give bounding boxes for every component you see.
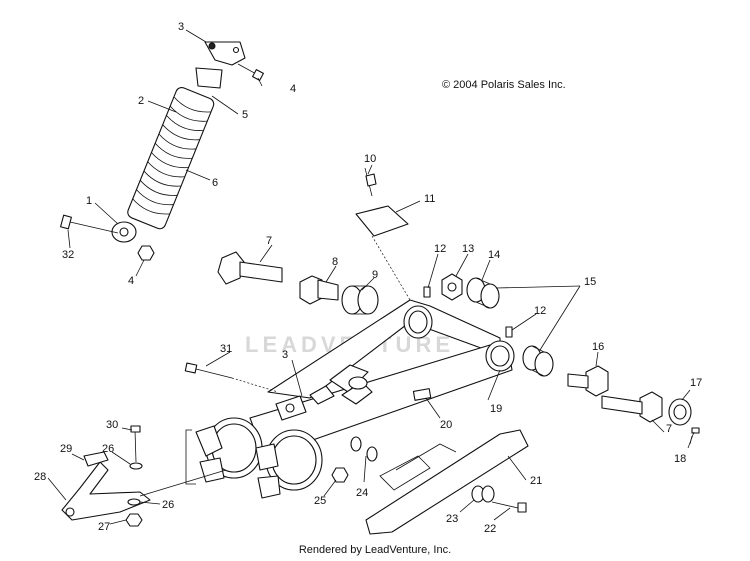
callout-3-top: 3 bbox=[178, 21, 184, 33]
bolt-4-upper bbox=[237, 63, 264, 81]
washer-26a bbox=[129, 462, 143, 470]
callout-14: 14 bbox=[488, 249, 500, 261]
bushing-23 bbox=[471, 485, 495, 503]
grease-fitting-12a bbox=[423, 286, 431, 298]
callout-23: 23 bbox=[446, 513, 458, 525]
bolt-18 bbox=[687, 427, 700, 449]
callout-13: 13 bbox=[462, 243, 474, 255]
nut-13 bbox=[441, 273, 463, 301]
callout-31: 31 bbox=[220, 343, 232, 355]
washer-24 bbox=[350, 436, 378, 462]
callout-26-lower: 26 bbox=[162, 499, 174, 511]
shock-absorber bbox=[111, 41, 246, 243]
callout-1: 1 bbox=[86, 195, 92, 207]
callout-24: 24 bbox=[356, 487, 368, 499]
rendered-by-footer: Rendered by LeadVenture, Inc. bbox=[298, 544, 452, 556]
callout-30: 30 bbox=[106, 419, 118, 431]
grease-fitting-12b bbox=[505, 326, 513, 338]
nut-27 bbox=[125, 513, 143, 527]
swing-arm bbox=[185, 299, 515, 499]
callout-2: 2 bbox=[138, 95, 144, 107]
callout-28: 28 bbox=[34, 471, 46, 483]
callout-29: 29 bbox=[60, 443, 72, 455]
bolt-22 bbox=[491, 501, 527, 513]
callouts: 3 2 5 4 6 1 32 4 7 8 9 10 11 12 13 14 15… bbox=[34, 21, 702, 535]
callout-12-lower: 12 bbox=[534, 305, 546, 317]
callout-27: 27 bbox=[98, 521, 110, 533]
bolt-32 bbox=[60, 214, 119, 234]
callout-17: 17 bbox=[690, 377, 702, 389]
callout-4-top: 4 bbox=[290, 83, 296, 95]
callout-20: 20 bbox=[440, 419, 452, 431]
bolt-30 bbox=[130, 425, 141, 463]
nut-25 bbox=[331, 467, 349, 483]
bushing-14 bbox=[466, 277, 500, 309]
bushing-16 bbox=[567, 365, 609, 397]
leader-lines bbox=[47, 29, 693, 525]
callout-22: 22 bbox=[484, 523, 496, 535]
nut-4-lower bbox=[137, 245, 155, 261]
washer-26b bbox=[127, 498, 141, 506]
bushing-9 bbox=[341, 285, 379, 315]
bolt-31 bbox=[184, 362, 233, 379]
callout-25: 25 bbox=[314, 495, 326, 507]
bushing-8 bbox=[299, 275, 339, 305]
rail-guard-21 bbox=[365, 429, 529, 535]
copyright-notice: © 2004 Polaris Sales Inc. bbox=[442, 79, 566, 91]
callout-21: 21 bbox=[530, 475, 542, 487]
bolt-7-upper bbox=[217, 251, 283, 285]
washer-17 bbox=[668, 398, 692, 426]
callout-6: 6 bbox=[212, 177, 218, 189]
callout-26-upper: 26 bbox=[102, 443, 114, 455]
callout-7-upper: 7 bbox=[266, 235, 272, 247]
bracket-28 bbox=[61, 451, 151, 521]
callout-32: 32 bbox=[62, 249, 74, 261]
callout-18: 18 bbox=[674, 453, 686, 465]
callout-15: 15 bbox=[584, 276, 596, 288]
callout-4-lower: 4 bbox=[128, 275, 134, 287]
bushing-15 bbox=[522, 345, 554, 377]
callout-12-upper: 12 bbox=[434, 243, 446, 255]
callout-10: 10 bbox=[364, 153, 376, 165]
callout-3-lower: 3 bbox=[282, 349, 288, 361]
callout-19: 19 bbox=[490, 403, 502, 415]
pad-11 bbox=[355, 205, 409, 237]
callout-11: 11 bbox=[424, 193, 435, 205]
screw-10 bbox=[364, 167, 377, 197]
callout-16: 16 bbox=[592, 341, 604, 353]
callout-8: 8 bbox=[332, 256, 338, 268]
bolt-7-lower bbox=[601, 391, 663, 423]
callout-5: 5 bbox=[242, 109, 248, 121]
callout-9: 9 bbox=[372, 269, 378, 281]
callout-7-lower: 7 bbox=[666, 423, 672, 435]
brake-cable bbox=[139, 469, 227, 497]
